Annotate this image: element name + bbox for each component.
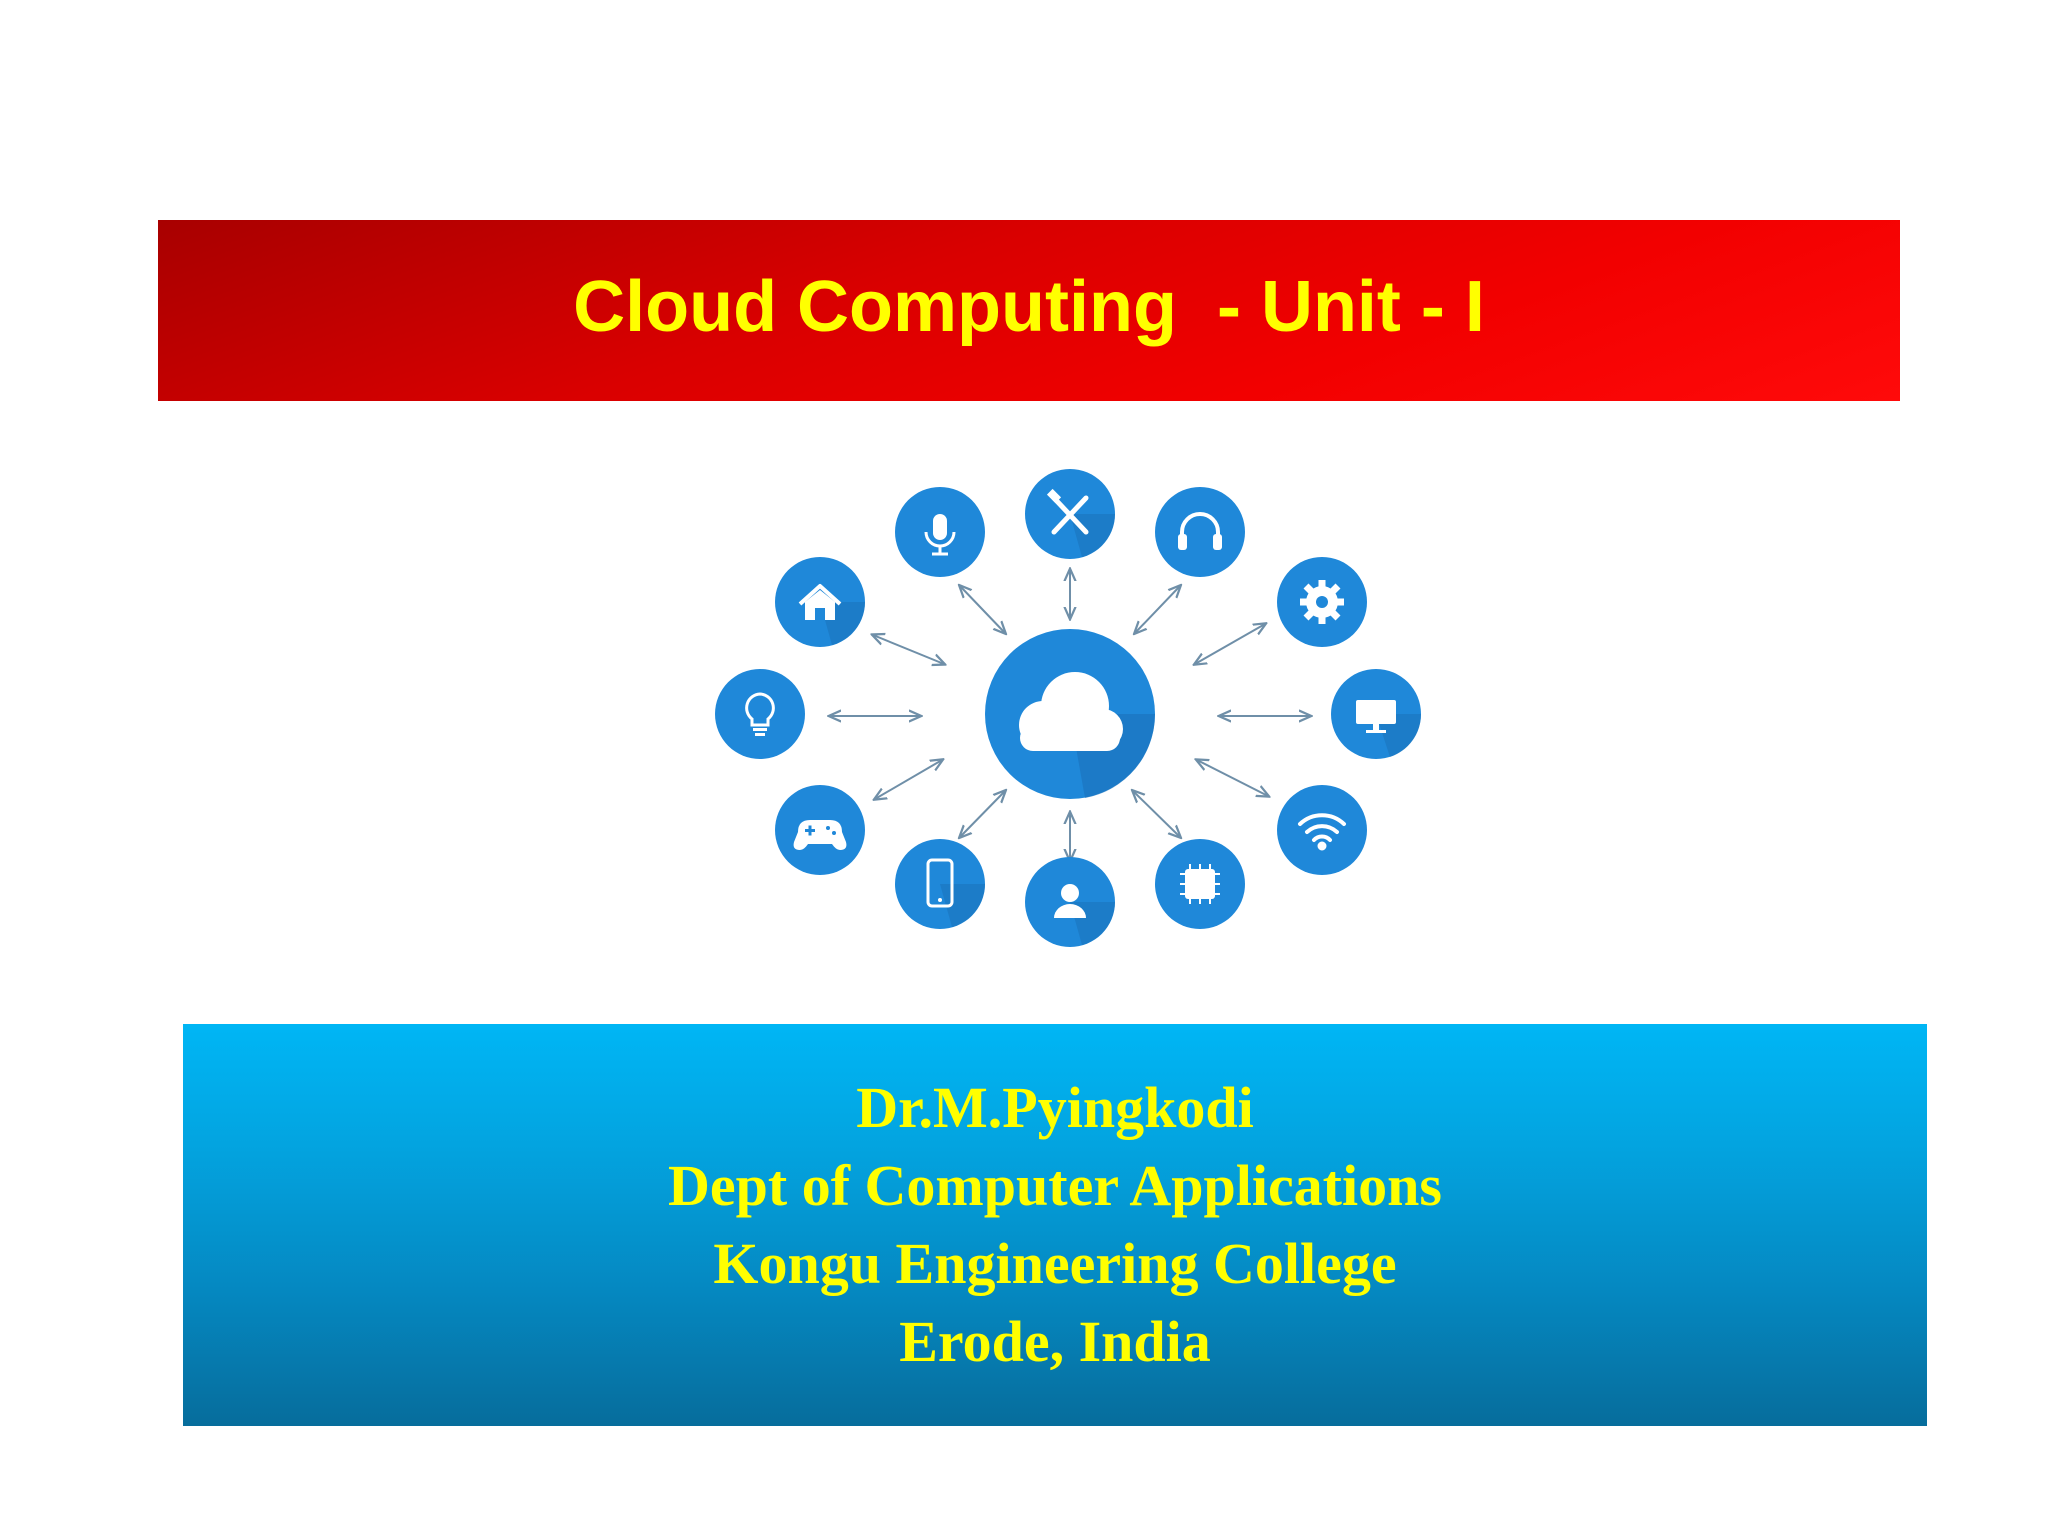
gear-icon	[1300, 580, 1344, 624]
author-college: Kongu Engineering College	[713, 1231, 1397, 1296]
home-icon	[798, 584, 842, 620]
home-node	[775, 557, 865, 647]
microphone-icon	[924, 514, 956, 556]
gear-node	[1277, 557, 1367, 647]
microphone-node	[895, 487, 985, 577]
tools-node	[1025, 469, 1115, 559]
wifi-node	[1277, 785, 1367, 875]
wifi-icon	[1298, 813, 1346, 851]
gamepad-node	[775, 785, 865, 875]
cloud-icon	[1019, 672, 1123, 751]
connection-arrows	[830, 570, 1310, 860]
smartphone-node	[895, 839, 985, 929]
headphones-icon	[1178, 512, 1222, 550]
slide-title: Cloud Computing - Unit - I	[573, 266, 1485, 347]
monitor-node	[1331, 669, 1422, 759]
user-icon	[1054, 884, 1086, 918]
smartphone-icon	[926, 858, 954, 908]
monitor-icon	[1356, 700, 1396, 733]
gamepad-icon	[793, 820, 847, 850]
chip-icon	[1180, 864, 1220, 904]
tools-icon	[1046, 488, 1089, 535]
author-location: Erode, India	[899, 1309, 1211, 1374]
author-name: Dr.M.Pyingkodi	[856, 1075, 1254, 1140]
chip-node	[1155, 839, 1245, 929]
lightbulb-icon	[745, 692, 775, 736]
title-banner: Cloud Computing - Unit - I	[158, 220, 1900, 401]
cloud-hub	[985, 629, 1156, 799]
lightbulb-node	[715, 669, 805, 759]
cloud-network-diagram	[690, 432, 1450, 980]
author-department: Dept of Computer Applications	[668, 1153, 1442, 1218]
author-banner: Dr.M.Pyingkodi Dept of Computer Applicat…	[183, 1024, 1927, 1426]
user-node	[1025, 857, 1115, 947]
headphones-node	[1155, 487, 1245, 577]
